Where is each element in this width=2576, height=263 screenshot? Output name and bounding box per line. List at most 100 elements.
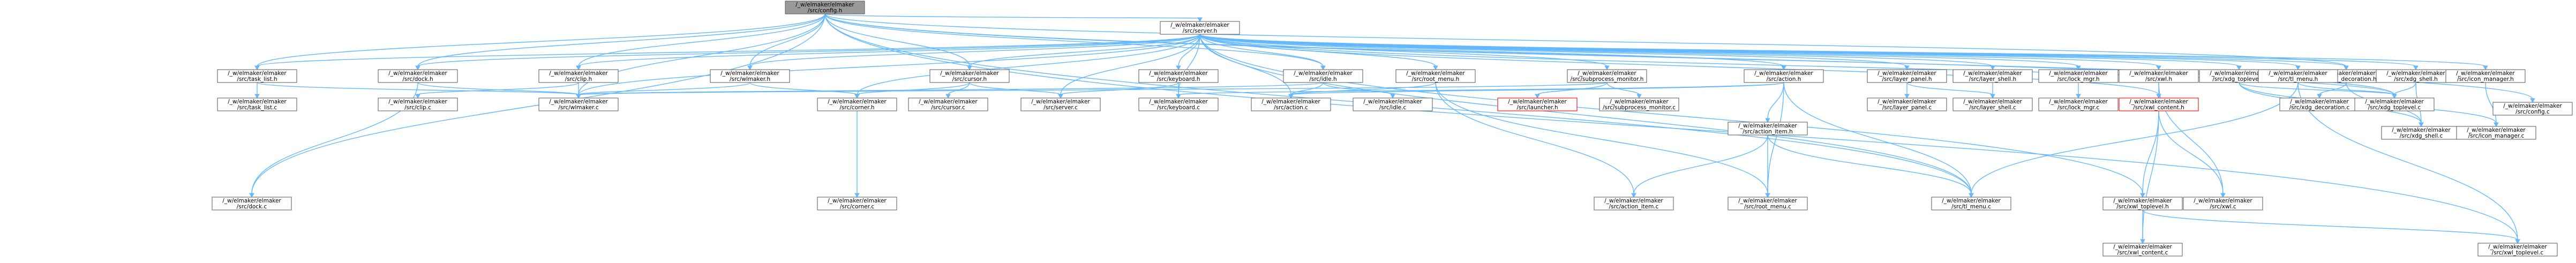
node-task-list-c[interactable]: /_w/elmaker/elmaker/src/task_list.c (217, 97, 297, 111)
node-action-h[interactable]: /_w/elmaker/elmaker/src/action.h (1744, 69, 1824, 83)
node-action-item-c[interactable]: /_w/elmaker/elmaker/src/action_item.c (1594, 197, 1674, 211)
node-layer-shell-c[interactable]: /_w/elmaker/elmaker/src/layer_shell.c (1952, 97, 2033, 111)
edge-action_item_h-to-action_item_c (1631, 134, 1768, 198)
node-path-label: /_w/elmaker/elmaker (1149, 70, 1208, 77)
node-xwl-toplevel-c[interactable]: /_w/elmaker/elmaker/src/xwl_toplevel.c (2477, 243, 2558, 257)
node-server-c[interactable]: /_w/elmaker/elmaker/src/server.c (1020, 97, 1101, 111)
node-root-menu-c[interactable]: /_w/elmaker/elmaker/src/root_menu.c (1728, 197, 1808, 211)
node-file-label: /src/action_item.c (1609, 204, 1659, 210)
node-launcher-h[interactable]: /_w/elmaker/elmaker/src/launcher.h (1497, 97, 1578, 111)
node-xwl-content-h[interactable]: /_w/elmaker/elmaker/src/xwl_content.h (2119, 97, 2199, 111)
node-layer-shell-h[interactable]: /_w/elmaker/elmaker/src/layer_shell.h (1952, 69, 2033, 83)
edge-tl_menu_h-to-xdg_toplevel_c (2297, 82, 2397, 99)
node-lock-mgr-c[interactable]: /_w/elmaker/elmaker/src/lock_mgr.c (2038, 97, 2119, 111)
node-task-list-h[interactable]: /_w/elmaker/elmaker/src/task_list.h (217, 69, 297, 83)
node-lock-mgr-h[interactable]: /_w/elmaker/elmaker/src/lock_mgr.h (2038, 69, 2119, 83)
node-keyboard-c[interactable]: /_w/elmaker/elmaker/src/keyboard.c (1138, 97, 1219, 111)
node-file-label: /src/xdg_shell.h (2394, 76, 2438, 82)
node-box (710, 69, 790, 83)
node-box (908, 97, 988, 111)
edge-layer_panel_h-to-layer_panel_c (1904, 82, 1910, 99)
node-cursor-c[interactable]: /_w/elmaker/elmaker/src/cursor.c (908, 97, 988, 111)
node-idle-h[interactable]: /_w/elmaker/elmaker/src/idle.h (1283, 69, 1363, 83)
node-corner-h[interactable]: /_w/elmaker/elmaker/src/corner.h (817, 97, 897, 111)
node-xwl-c[interactable]: /_w/elmaker/elmaker/src/xwl.c (2183, 197, 2263, 211)
node-xdg-shell-h[interactable]: /_w/elmaker/elmaker/src/xdg_shell.h (2376, 69, 2456, 83)
node-layer-panel-c[interactable]: /_w/elmaker/elmaker/src/layer_panel.c (1867, 97, 1947, 111)
edge-config_h-to-task_list_h (254, 13, 825, 71)
node-xdg-toplevel-c[interactable]: /_w/elmaker/elmaker/src/xdg_toplevel.c (2354, 97, 2435, 111)
node-path-label: /_w/elmaker/elmaker (1942, 198, 2001, 204)
edge-layer (249, 13, 2535, 244)
edge-server_h-to-keyboard_h (1176, 34, 1200, 71)
node-subprocess-monitor-c[interactable]: /_w/elmaker/elmaker/src/subprocess_monit… (1599, 97, 1679, 111)
node-path-label: /_w/elmaker/elmaker (940, 70, 999, 77)
node-clip-h[interactable]: /_w/elmaker/elmaker/src/clip.h (538, 69, 619, 83)
node-wlmaker-h[interactable]: /_w/elmaker/elmaker/src/wlmaker.h (710, 69, 790, 83)
node-path-label: /_w/elmaker/elmaker (1610, 99, 1669, 105)
edge-xwl_content_h-to-xwl_toplevel_h (2140, 110, 2159, 198)
node-box (1138, 69, 1219, 83)
node-dock-h[interactable]: /_w/elmaker/elmaker/src/dock.h (378, 69, 458, 83)
node-xwl-content-c[interactable]: /_w/elmaker/elmaker/src/xwl_content.c (2102, 243, 2183, 257)
node-xdg-decoration-c[interactable]: /_w/elmaker/elmaker/src/xdg_decoration.c (2279, 97, 2360, 111)
node-box (1395, 69, 1476, 83)
node-server-h[interactable]: /_w/elmaker/elmaker/src/server.h (1160, 21, 1240, 35)
edge-tl_menu_h-to-xwl_toplevel_c (2297, 82, 2520, 244)
node-box (785, 1, 865, 14)
node-config-c[interactable]: /_w/elmaker/elmaker/src/config.c (2492, 102, 2573, 116)
node-tl-menu-c[interactable]: /_w/elmaker/elmaker/src/tl_menu.c (1931, 197, 2011, 211)
node-file-label: /src/clip.h (565, 76, 592, 82)
node-path-label: /_w/elmaker/elmaker (2386, 70, 2445, 77)
node-path-label: /_w/elmaker/elmaker (388, 99, 447, 105)
node-file-label: /src/action.h (1767, 76, 1801, 82)
node-idle-c[interactable]: /_w/elmaker/elmaker/src/idle.c (1353, 97, 1433, 111)
node-layer: /_w/elmaker/elmaker/src/config.h/_w/elma… (212, 1, 2573, 257)
edge-subprocess_monitor_h-to-wlmaker_c (576, 82, 1608, 99)
node-box (1952, 97, 2033, 111)
edge-server_h-to-dock_h (415, 34, 1200, 71)
edge-task_list_h-to-task_list_c (254, 82, 260, 99)
node-path-label: /_w/elmaker/elmaker (2210, 70, 2269, 77)
node-file-label: /src/config.h (808, 7, 843, 14)
edge-xwl_toplevel_h-to-xwl_content_c (2140, 209, 2145, 244)
node-box (817, 97, 897, 111)
node-icon-manager-h[interactable]: /_w/elmaker/elmaker/src/icon_manager.h (2445, 69, 2526, 83)
node-box (2376, 69, 2456, 83)
node-box (2456, 126, 2536, 140)
node-xdg-shell-c[interactable]: /_w/elmaker/elmaker/src/xdg_shell.c (2381, 126, 2461, 140)
node-path-label: /_w/elmaker/elmaker (919, 99, 978, 105)
node-clip-c[interactable]: /_w/elmaker/elmaker/src/clip.c (378, 97, 458, 111)
node-box (2354, 97, 2435, 111)
node-config-h[interactable]: /_w/elmaker/elmaker/src/config.h (785, 1, 865, 14)
edge-server_h-to-layer_panel_h (1199, 34, 1910, 71)
edge-server_h-to-idle_h (1199, 34, 1326, 71)
edge-action_item_h-to-tl_menu_c (1767, 134, 1974, 198)
node-path-label: /_w/elmaker/elmaker (222, 198, 281, 204)
node-dock-c[interactable]: /_w/elmaker/elmaker/src/dock.c (212, 197, 292, 211)
node-corner-c[interactable]: /_w/elmaker/elmaker/src/corner.c (817, 197, 897, 211)
node-xwl-h[interactable]: /_w/elmaker/elmaker/src/xwl.h (2119, 69, 2199, 83)
node-action-c[interactable]: /_w/elmaker/elmaker/src/action.c (1251, 97, 1331, 111)
node-box (217, 69, 297, 83)
node-path-label: /_w/elmaker/elmaker (1963, 70, 2022, 77)
node-file-label: /src/xwl.h (2145, 76, 2172, 82)
node-layer-panel-h[interactable]: /_w/elmaker/elmaker/src/layer_panel.h (1867, 69, 1947, 83)
node-wlmaker-c[interactable]: /_w/elmaker/elmaker/src/wlmaker.c (538, 97, 619, 111)
edge-xwl_content_h-to-xwl_c (2158, 110, 2226, 198)
node-cursor-h[interactable]: /_w/elmaker/elmaker/src/cursor.h (929, 69, 1010, 83)
node-xwl-toplevel-h[interactable]: /_w/elmaker/elmaker/src/xwl_toplevel.h (2102, 197, 2183, 211)
node-file-label: /src/tl_menu.c (1951, 204, 1991, 210)
node-keyboard-h[interactable]: /_w/elmaker/elmaker/src/keyboard.h (1138, 69, 1219, 83)
node-path-label: /_w/elmaker/elmaker (549, 99, 608, 105)
node-subprocess-monitor-h[interactable]: /_w/elmaker/elmaker/src/subprocess_monit… (1567, 69, 1647, 83)
node-path-label: /_w/elmaker/elmaker (1578, 70, 1636, 77)
node-tl-menu-h[interactable]: /_w/elmaker/elmaker/src/tl_menu.h (2258, 69, 2338, 83)
node-root-menu-h[interactable]: /_w/elmaker/elmaker/src/root_menu.h (1395, 69, 1476, 83)
node-action-item-h[interactable]: /_w/elmaker/elmaker/src/action_item.h (1728, 122, 1808, 136)
node-path-label: /_w/elmaker/elmaker (1738, 123, 1797, 129)
node-icon-manager-c[interactable]: /_w/elmaker/elmaker/src/icon_manager.c (2456, 126, 2536, 140)
node-path-label: /_w/elmaker/elmaker (2194, 198, 2252, 204)
node-file-label: /src/xdg_shell.c (2400, 133, 2443, 139)
